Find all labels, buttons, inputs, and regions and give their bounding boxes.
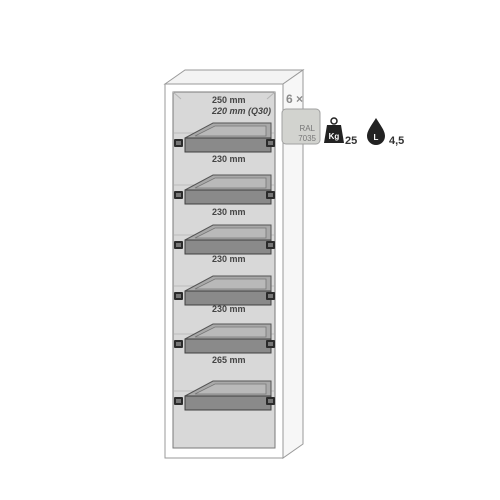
- shelf-label-3: 230 mm: [212, 207, 246, 217]
- ral-swatch-line2: 7035: [298, 134, 316, 143]
- drawer: [174, 224, 275, 255]
- kg-weight-icon: Kg: [324, 117, 344, 143]
- shelf-labels: 250 mm 220 mm (Q30) 230 mm 230 mm 230 mm…: [211, 95, 271, 365]
- drawer: [174, 380, 275, 411]
- drawer: [174, 122, 275, 153]
- shelf-label-5: 230 mm: [212, 304, 246, 314]
- drawer: [174, 275, 275, 306]
- shelf-label-6: 265 mm: [212, 355, 246, 365]
- shelf-label-4: 230 mm: [212, 254, 246, 264]
- ral-swatch-line1: RAL: [299, 124, 315, 133]
- drawer: [174, 323, 275, 354]
- quantity-label: 6 ×: [286, 92, 303, 106]
- drawers: [174, 122, 275, 411]
- ral-color-swatch: RAL 7035: [281, 108, 321, 145]
- liter-drop-icon: L: [367, 118, 385, 145]
- specs-panel: 6 × RAL 7035 Kg 25 L 4,5: [281, 92, 404, 147]
- weight-value: 25: [345, 135, 357, 147]
- shelf-label-2: 230 mm: [212, 154, 246, 164]
- shelf-label-1-sub: 220 mm (Q30): [211, 106, 271, 116]
- weight-icon-text: Kg: [329, 132, 340, 141]
- volume-icon-text: L: [374, 133, 379, 142]
- volume-value: 4,5: [389, 135, 404, 147]
- drawer: [174, 174, 275, 205]
- cabinet-top: [163, 69, 305, 85]
- shelf-label-1: 250 mm: [212, 95, 246, 105]
